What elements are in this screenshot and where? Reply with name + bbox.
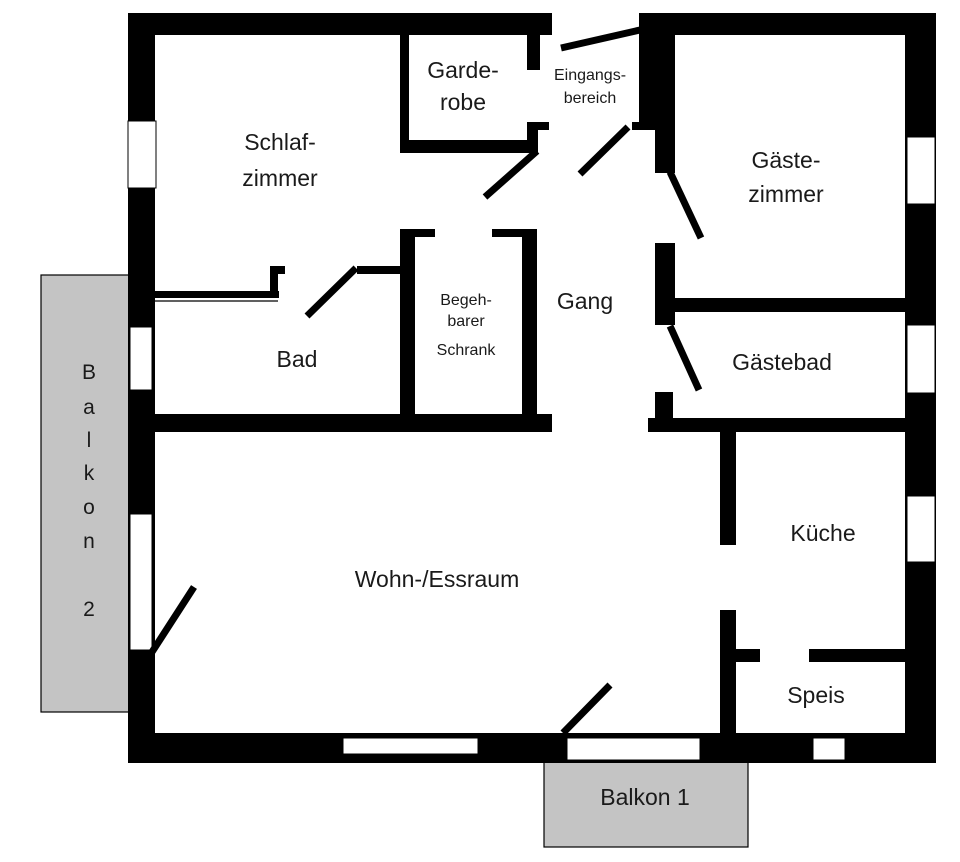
window-speis bbox=[812, 737, 846, 761]
balkon2-letter: n bbox=[83, 530, 95, 553]
window-gaestezimmer bbox=[906, 136, 936, 205]
door-gaestebad bbox=[666, 324, 703, 392]
label-garderobe-2: robe bbox=[440, 89, 486, 115]
label-balkon-1: Balkon 1 bbox=[600, 784, 690, 810]
label-eingang: Eingangs- bbox=[554, 67, 626, 84]
door-eingang-inner bbox=[577, 124, 631, 177]
label-gang: Gang bbox=[557, 288, 613, 314]
door-gaestezimmer bbox=[666, 170, 705, 240]
window-wohn-bottom bbox=[342, 737, 479, 755]
room-labels: Schlaf- zimmer Garde- robe Eingangs- ber… bbox=[242, 57, 855, 810]
balkon2-letter: k bbox=[84, 462, 95, 485]
window-schlafzimmer bbox=[127, 120, 157, 189]
windows bbox=[127, 120, 936, 761]
balkon-1 bbox=[543, 759, 749, 848]
label-schrank: Begeh- bbox=[440, 292, 492, 309]
label-balkon-2: B a l k o n 2 bbox=[82, 361, 96, 621]
door-balkon-1 bbox=[566, 737, 701, 761]
window-wohn bbox=[129, 513, 153, 651]
balkon2-letter: l bbox=[87, 429, 92, 452]
label-schlafzimmer: Schlaf- bbox=[244, 129, 316, 155]
label-wohn: Wohn-/Essraum bbox=[355, 566, 519, 592]
balkon2-letter: 2 bbox=[83, 598, 95, 621]
window-bad bbox=[129, 326, 153, 391]
door-balkon-2 bbox=[149, 585, 197, 654]
label-eingang-2: bereich bbox=[564, 90, 616, 107]
door-schlafzimmer bbox=[482, 148, 540, 200]
label-gaestezimmer: Gäste- bbox=[751, 147, 820, 173]
label-bad: Bad bbox=[277, 346, 318, 372]
balkon2-letter: o bbox=[83, 496, 95, 519]
door-balkon-1-swing bbox=[560, 682, 613, 736]
balkon2-letter: a bbox=[83, 396, 95, 419]
balkon-2 bbox=[40, 274, 130, 713]
label-gaestezimmer-2: zimmer bbox=[748, 181, 824, 207]
label-speis: Speis bbox=[787, 682, 845, 708]
label-gaestebad: Gästebad bbox=[732, 349, 832, 375]
door-eingang bbox=[560, 26, 641, 52]
label-schrank-2: barer bbox=[447, 313, 485, 330]
label-schrank-3: Schrank bbox=[437, 342, 497, 359]
interior-walls bbox=[155, 13, 910, 735]
balkon2-letter: B bbox=[82, 361, 96, 384]
label-kueche: Küche bbox=[790, 520, 855, 546]
label-schlafzimmer-2: zimmer bbox=[242, 165, 318, 191]
window-kueche bbox=[906, 495, 936, 563]
doors bbox=[149, 26, 705, 736]
door-bad bbox=[304, 265, 359, 319]
window-gaestebad bbox=[906, 324, 936, 394]
label-garderobe: Garde- bbox=[427, 57, 499, 83]
